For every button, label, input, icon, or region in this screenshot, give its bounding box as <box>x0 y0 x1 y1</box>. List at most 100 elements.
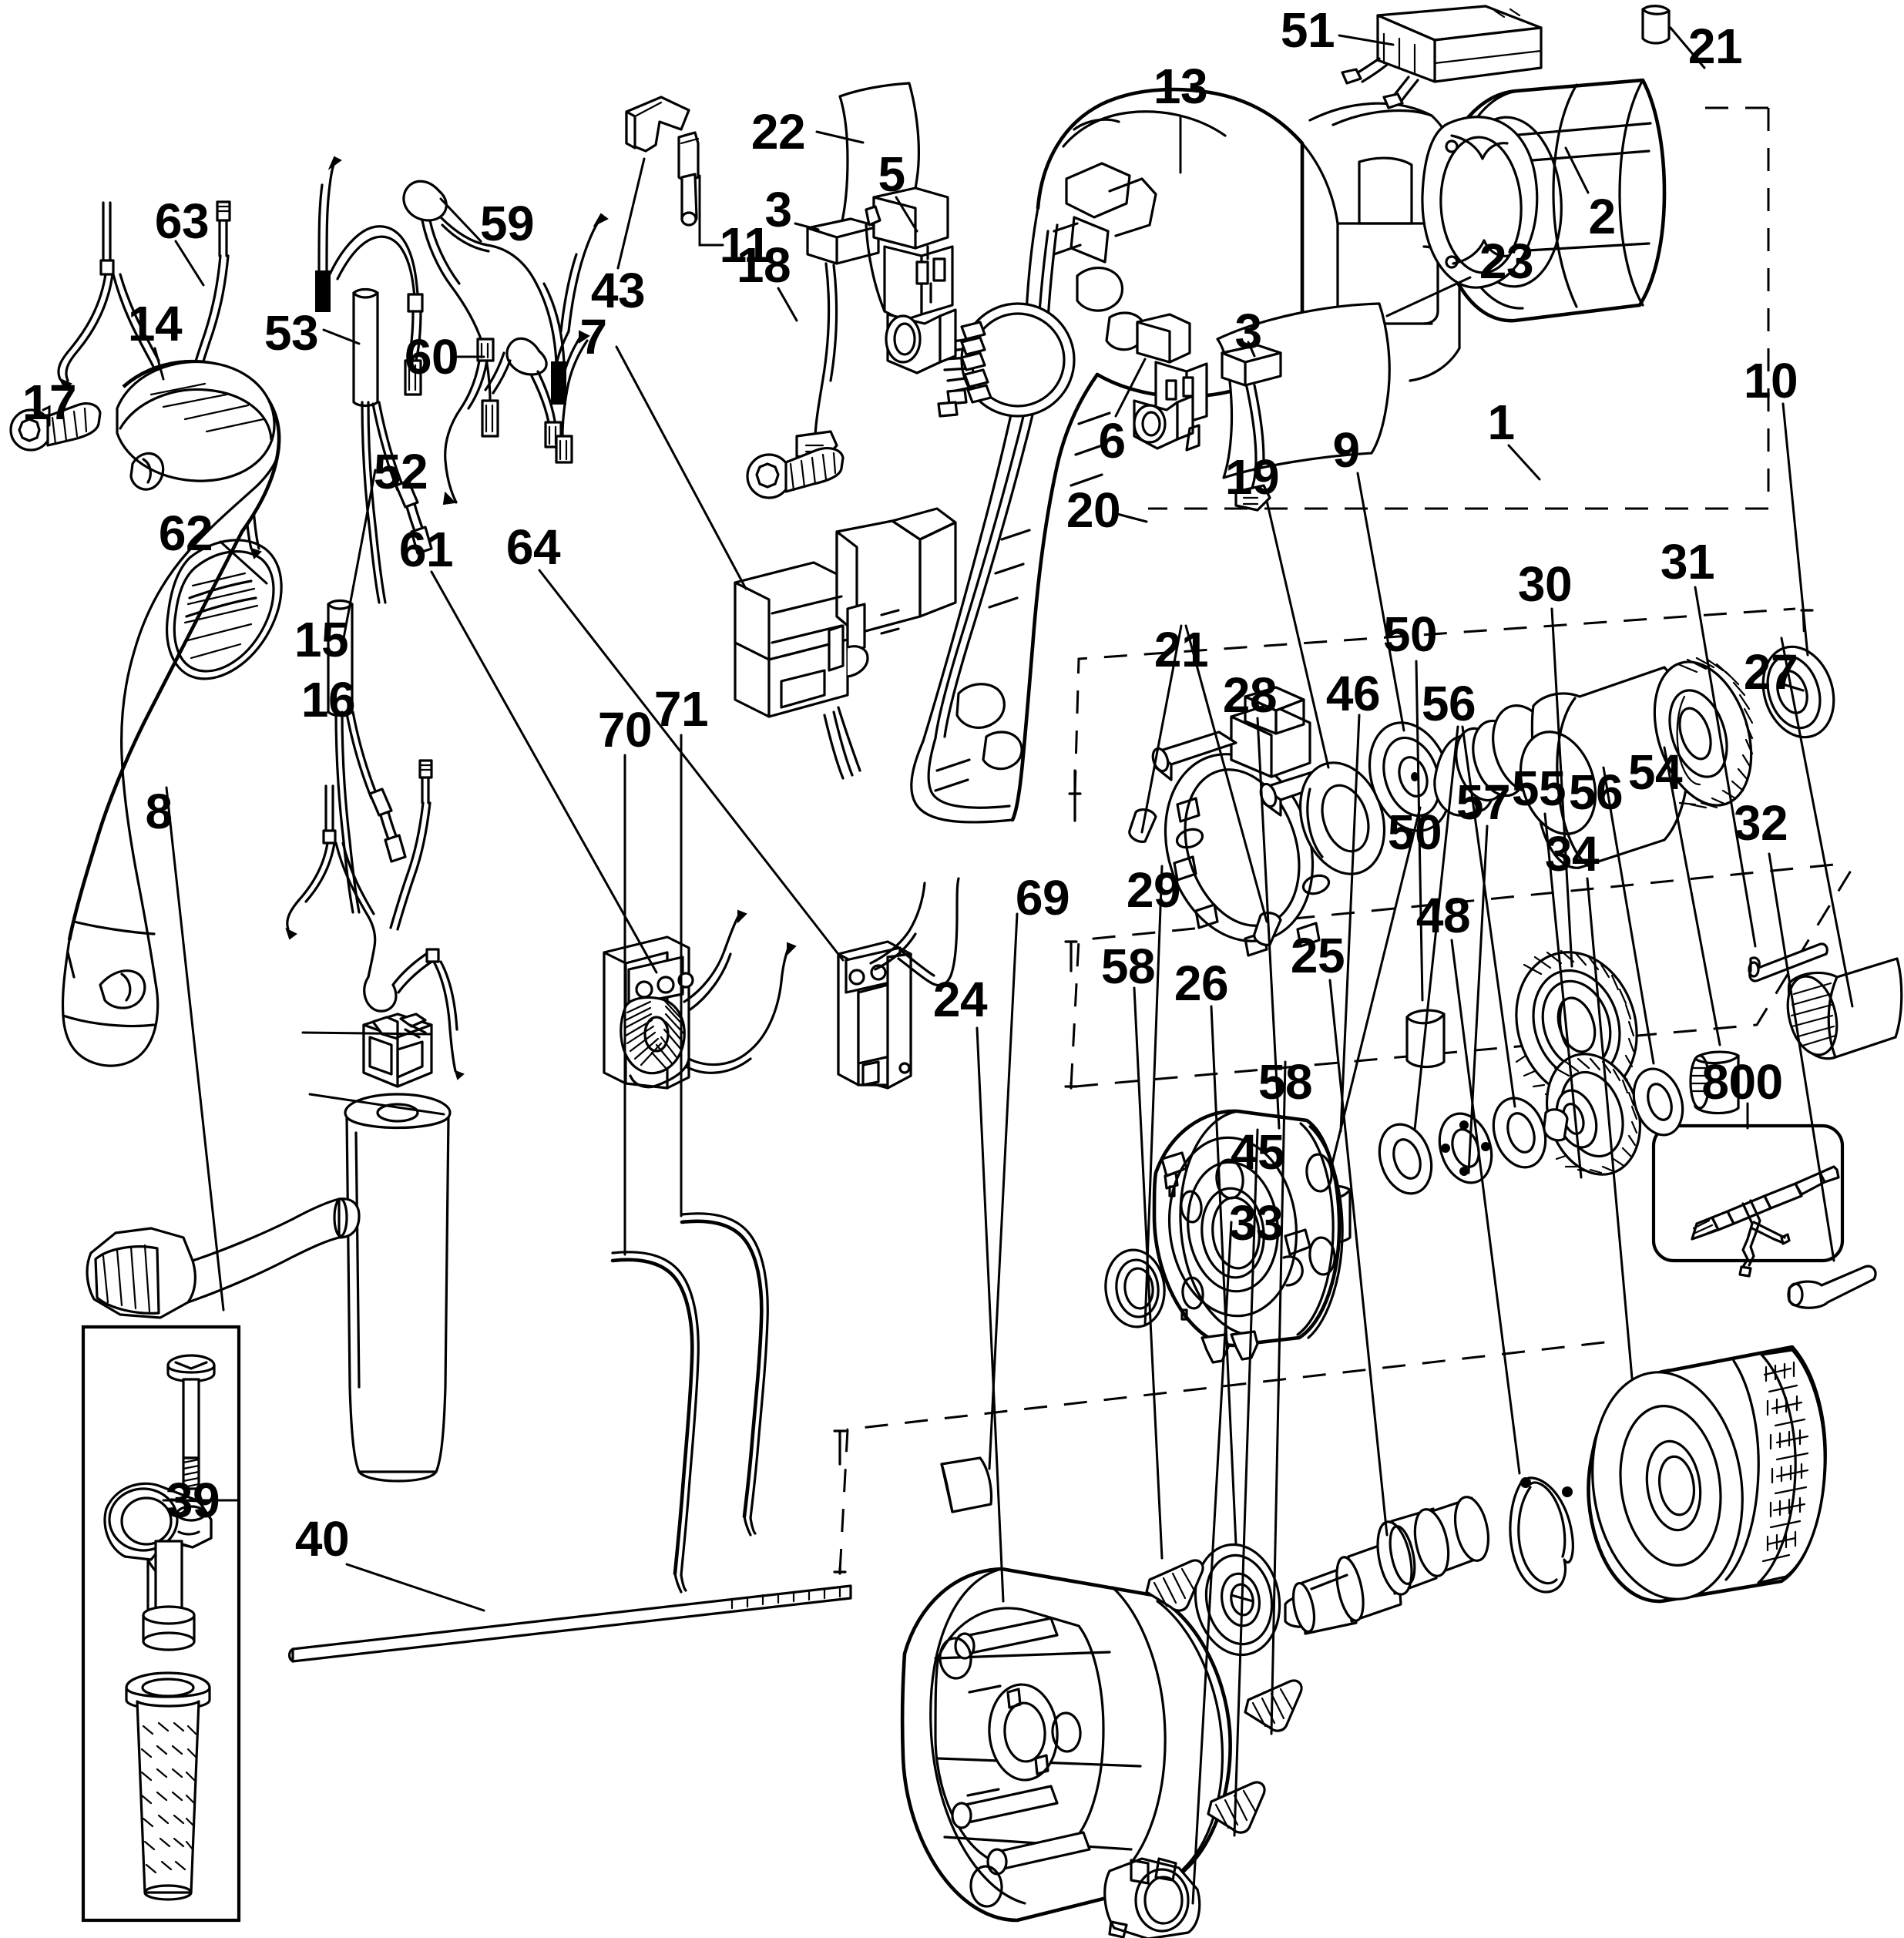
part-54-needle-bearing <box>1689 1050 1740 1115</box>
part-callout-14: 14 <box>127 296 183 351</box>
part-20-brush-holder-ring <box>1128 686 1345 957</box>
part-callout-51: 51 <box>1280 2 1335 58</box>
part-callout-9: 9 <box>1332 422 1360 478</box>
part-callout-59: 59 <box>479 196 535 251</box>
leader-48 <box>1450 939 1521 1475</box>
part-callout-33: 33 <box>1228 1195 1284 1251</box>
leader-14 <box>153 347 165 381</box>
part-callout-15: 15 <box>294 612 349 667</box>
leader-16 <box>308 1093 445 1116</box>
part-callout-53: 53 <box>264 305 319 361</box>
part-53-carbon-brush <box>352 287 433 604</box>
leader-46 <box>1339 714 1361 1133</box>
part-7-switch-module <box>734 507 957 780</box>
leader-19 <box>1265 499 1330 769</box>
part-callout-18: 18 <box>736 237 791 293</box>
leader-56-b2 <box>1461 725 1516 1108</box>
part-callout-3: 3 <box>764 182 792 237</box>
part-callout-58: 58 <box>1258 1054 1313 1110</box>
chuck-knurl <box>1761 1361 1809 1563</box>
part-40-depth-rod <box>287 1584 852 1663</box>
leader-45 <box>1233 1128 1259 1837</box>
part-callout-45: 45 <box>1230 1124 1285 1180</box>
leader-11 <box>698 174 724 247</box>
part-callout-46: 46 <box>1325 666 1381 721</box>
part-callout-19: 19 <box>1224 449 1280 505</box>
part-callout-52: 52 <box>373 444 428 499</box>
part-57-flange-washer <box>1438 1112 1493 1184</box>
leader-55 <box>1543 812 1583 1179</box>
part-1-armature <box>1433 657 1754 869</box>
part-2-field-stator <box>1421 78 1667 323</box>
part-callout-29: 29 <box>1126 862 1181 918</box>
part-callout-26: 26 <box>1174 956 1229 1011</box>
part-64-terminal-block <box>837 877 960 1090</box>
part-callout-39: 39 <box>165 1473 220 1528</box>
part-43-lever <box>625 96 690 153</box>
part-32-pin <box>1787 1265 1877 1309</box>
part-callout-27: 27 <box>1743 644 1798 700</box>
part-callout-20: 20 <box>1066 482 1121 538</box>
part-58-screw-a <box>1145 1559 1204 1612</box>
part-60-wire <box>442 330 590 505</box>
part-callout-7: 7 <box>579 309 607 364</box>
part-callout-56: 56 <box>1568 764 1624 820</box>
part-16-grip-tube <box>344 1093 452 1483</box>
part-callout-50: 50 <box>1382 606 1438 662</box>
part-callout-30: 30 <box>1517 556 1573 612</box>
part-callout-70: 70 <box>597 702 653 757</box>
leader-58-a <box>1133 986 1164 1560</box>
part-callout-10: 10 <box>1743 353 1798 408</box>
part-17-screw <box>9 402 102 452</box>
leader-59 <box>439 197 482 243</box>
part-71-spring-wire <box>680 1212 769 1537</box>
leader-21-top <box>1669 26 1706 69</box>
leader-62 <box>219 540 268 585</box>
part-callout-23: 23 <box>1479 233 1534 289</box>
leader-20 <box>1116 512 1148 523</box>
part-callout-50: 50 <box>1387 804 1442 860</box>
leader-52 <box>342 469 377 640</box>
part-800-grease-gun <box>1691 1165 1840 1278</box>
part-callout-69: 69 <box>1015 870 1070 925</box>
part-69-label <box>940 1456 993 1513</box>
part-3-capacitor-lower <box>1221 344 1282 512</box>
part-8-power-cord <box>86 1197 361 1319</box>
part-callout-22: 22 <box>751 104 806 160</box>
leader-21-b <box>1184 624 1268 923</box>
part-callout-800: 800 <box>1701 1054 1783 1110</box>
part-callout-55: 55 <box>1511 761 1567 816</box>
part-callout-28: 28 <box>1222 667 1278 723</box>
leader-5 <box>895 196 918 233</box>
leader-26 <box>1210 1005 1237 1546</box>
part-callout-13: 13 <box>1153 59 1208 114</box>
part-callout-63: 63 <box>154 193 210 249</box>
part-56-washer-a <box>1378 1123 1433 1195</box>
part-56-washer-b <box>1492 1097 1547 1169</box>
part-48-retaining-ring <box>1509 1476 1574 1594</box>
leader-54 <box>1663 746 1721 1046</box>
leader-1 <box>1507 444 1541 481</box>
commutator-fins <box>937 321 992 418</box>
leader-8 <box>165 786 225 1312</box>
part-callout-32: 32 <box>1733 795 1788 851</box>
part-callout-8: 8 <box>145 784 173 839</box>
leader-61 <box>430 570 658 974</box>
part-70-spring-wire <box>610 1251 700 1594</box>
leader-56-a <box>1413 725 1459 1131</box>
part-51-field-insulator <box>1341 5 1543 109</box>
leader-31 <box>1694 586 1757 948</box>
part-callout-57: 57 <box>1456 774 1511 830</box>
part-61-choke-coil <box>603 909 797 1090</box>
part-callout-21: 21 <box>1687 18 1743 74</box>
leader-50-upper <box>1415 660 1424 1002</box>
leader-3-upper <box>794 222 820 231</box>
part-55-gear <box>1543 1053 1642 1176</box>
part-3-capacitor-upper <box>795 217 880 462</box>
leader-3-lower <box>1247 341 1256 358</box>
leader-22 <box>815 130 865 144</box>
part-25-spindle <box>1284 1496 1490 1635</box>
part-10-bearing <box>1761 645 1835 739</box>
leader-56-c <box>1602 766 1655 1065</box>
